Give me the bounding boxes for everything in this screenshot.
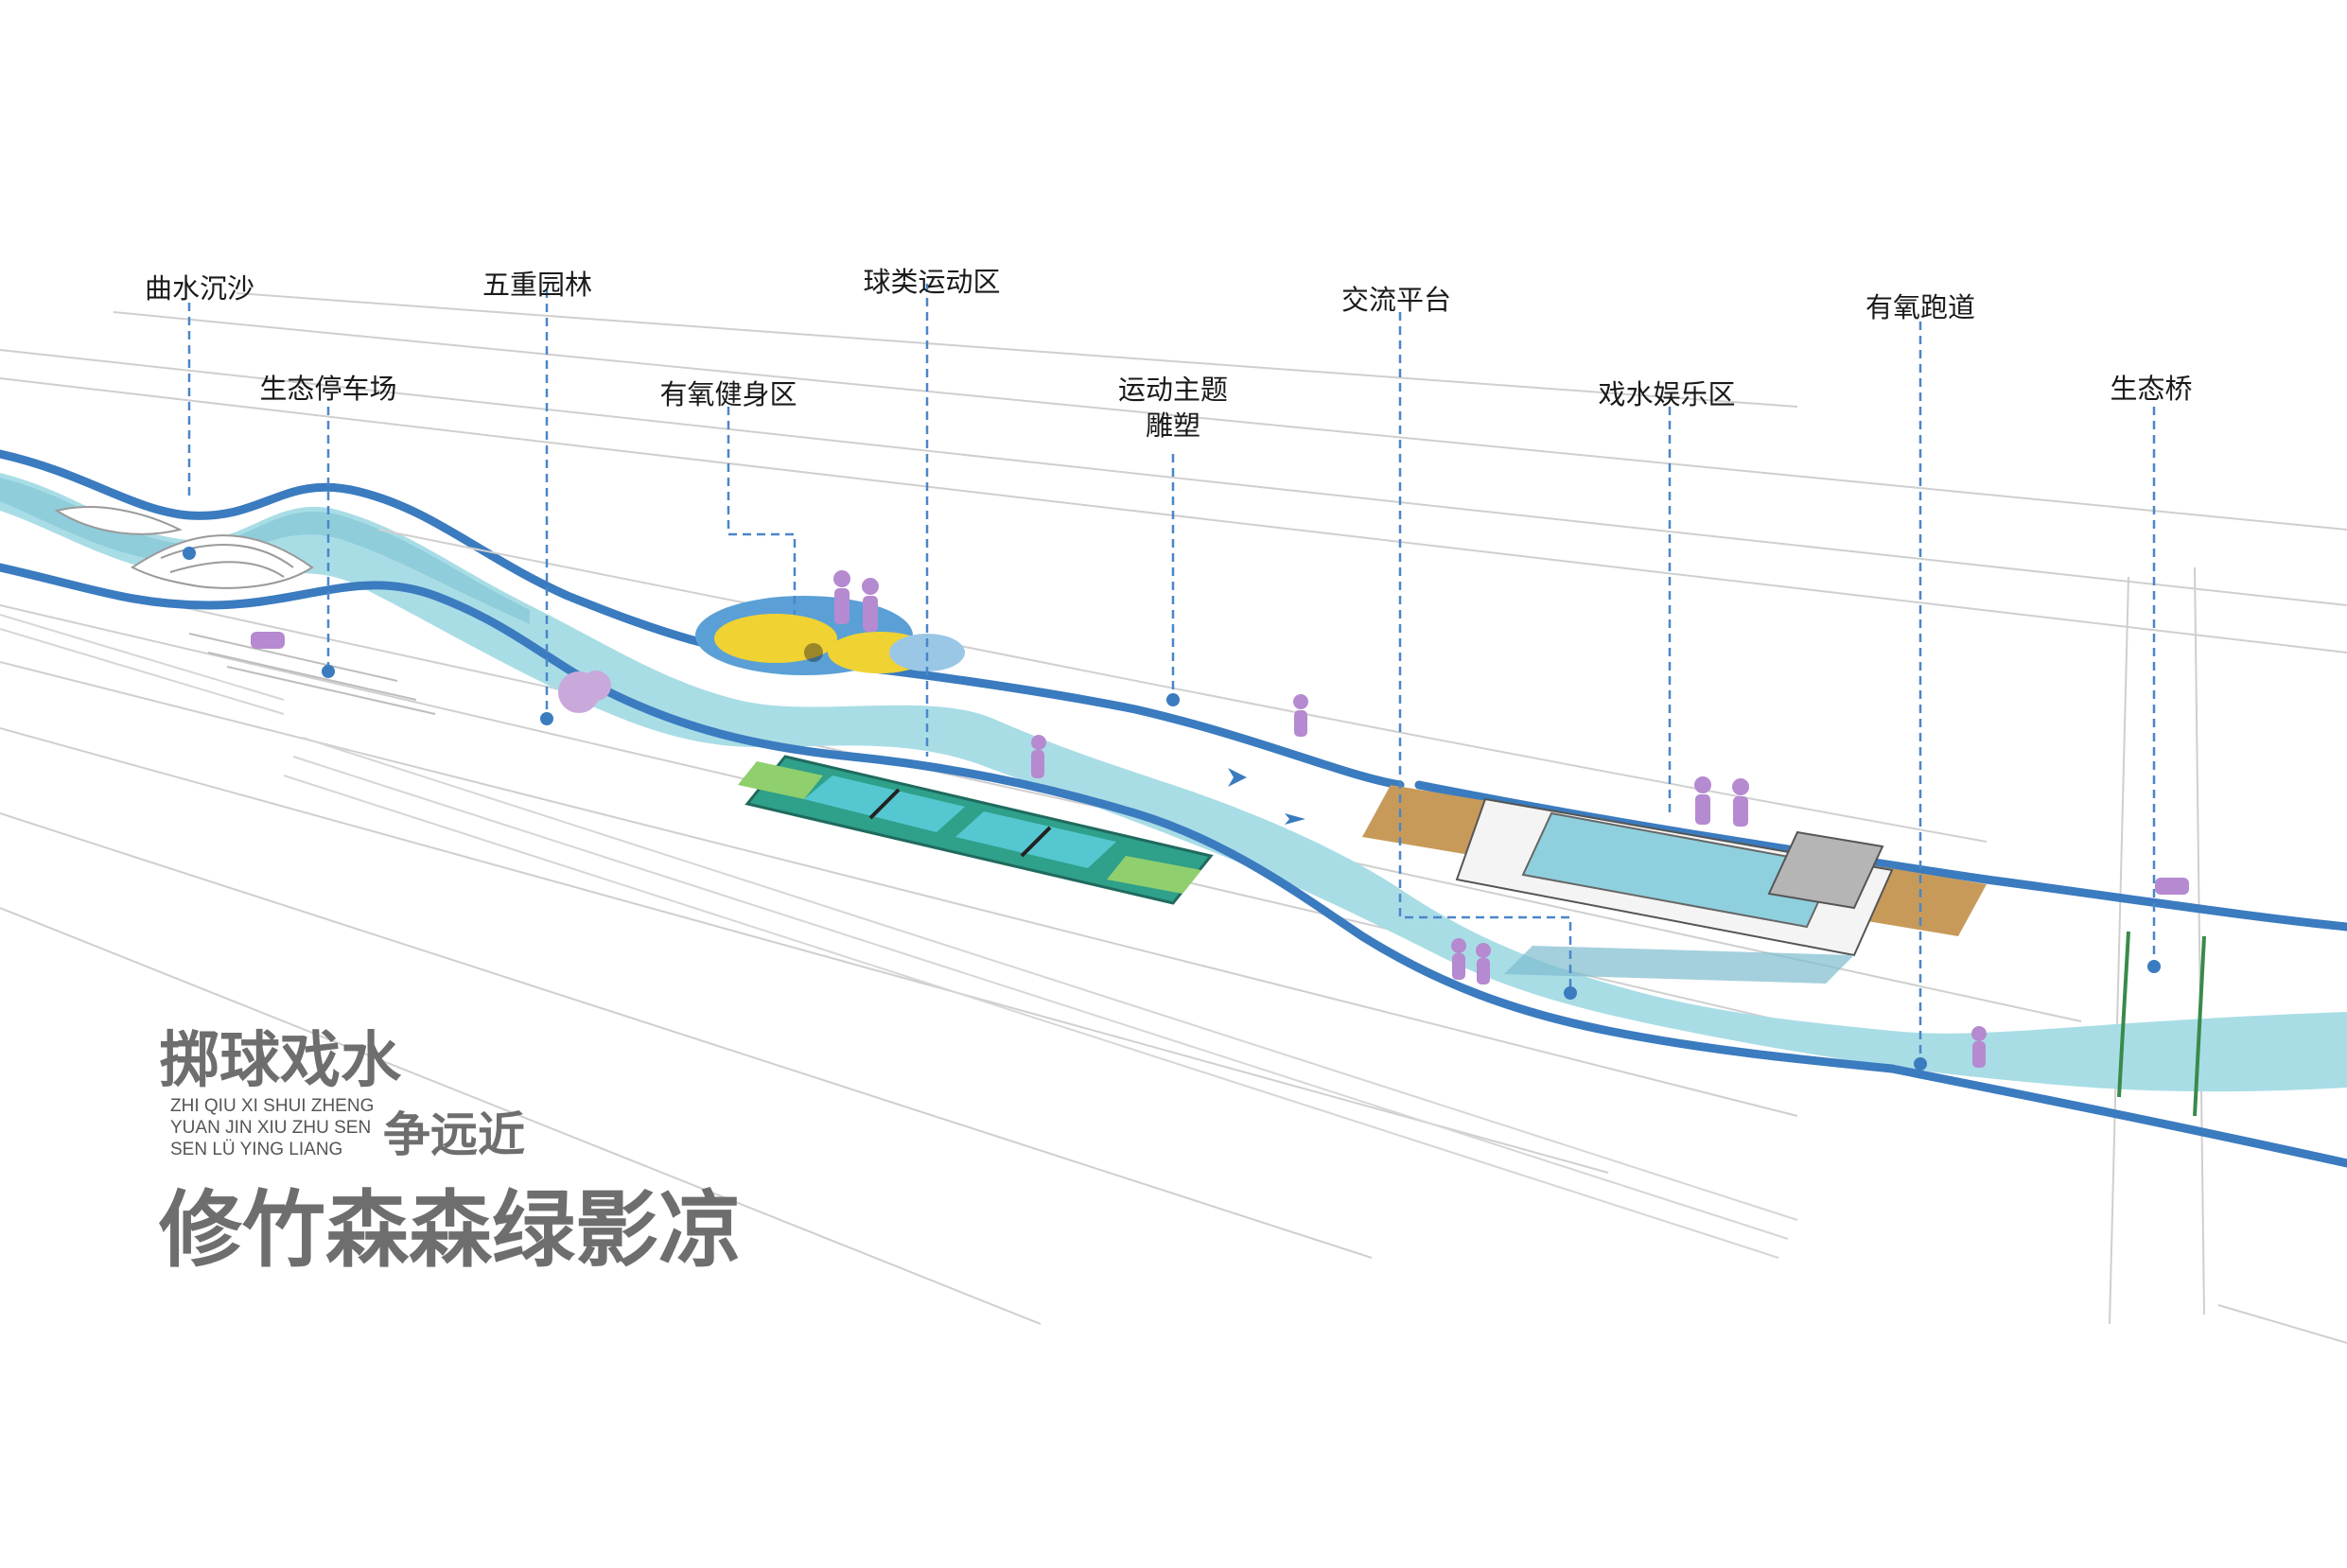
fitness-plaza bbox=[695, 596, 965, 675]
label-sports-sculpture: 运动主题 雕塑 bbox=[1118, 372, 1228, 444]
upper-bank-edge bbox=[377, 529, 1988, 843]
label-aerobic-track: 有氧跑道 bbox=[1865, 291, 1976, 323]
eco-parking bbox=[188, 633, 436, 715]
label-exchange-platform: 交流平台 bbox=[1340, 284, 1452, 316]
slogan-pinyin-3: SEN LÜ YING LIANG bbox=[170, 1140, 343, 1159]
slogan-line1: 掷球戏水 bbox=[159, 1025, 401, 1096]
label-wuzhong-garden: 五重园林 bbox=[482, 269, 593, 301]
leader-endpoints bbox=[183, 547, 2161, 1071]
label-leader-lines bbox=[187, 284, 2156, 1059]
sculpture-line2: 雕塑 bbox=[1145, 409, 1201, 442]
lower-bank-steps bbox=[0, 614, 1798, 1259]
water-creatures bbox=[1228, 768, 1305, 825]
ball-sports-courts bbox=[738, 755, 1214, 905]
site-linework bbox=[0, 292, 2347, 1344]
sculpture-line1: 运动主题 bbox=[1117, 374, 1229, 406]
people-figures bbox=[251, 570, 2189, 1068]
tree bbox=[558, 671, 611, 713]
label-ball-sports: 球类运动区 bbox=[863, 266, 1001, 298]
qushui-sand-forms bbox=[54, 506, 314, 589]
label-water-play: 戏水娱乐区 bbox=[1598, 378, 1736, 410]
label-qushui-chensha: 曲水沉沙 bbox=[144, 272, 255, 305]
slogan-pinyin: ZHI QIU XI SHUI ZHENG YUAN JIN XIU ZHU S… bbox=[170, 1095, 374, 1160]
slogan-pinyin-1: ZHI QIU XI SHUI ZHENG bbox=[170, 1096, 375, 1116]
slogan-pinyin-2: YUAN JIN XIU ZHU SEN bbox=[170, 1118, 372, 1138]
water-play-building bbox=[1362, 785, 1987, 984]
label-eco-bridge: 生态桥 bbox=[2110, 373, 2193, 405]
label-aerobic-fitness: 有氧健身区 bbox=[659, 378, 797, 410]
eco-bridge bbox=[2117, 931, 2206, 1117]
slogan-line3: 修竹森森绿影凉 bbox=[159, 1180, 743, 1279]
river-channel bbox=[0, 473, 2347, 1092]
label-eco-parking: 生态停车场 bbox=[259, 373, 397, 405]
slogan-line2: 争远近 bbox=[383, 1106, 525, 1162]
